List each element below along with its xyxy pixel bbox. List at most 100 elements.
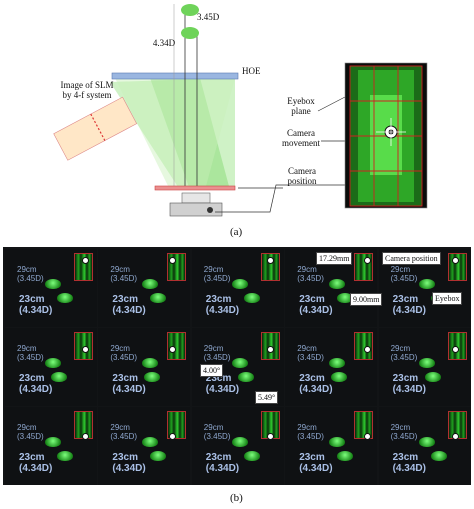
capture-cell: 29cm(3.45D) 23cm(4.34D) bbox=[5, 328, 97, 406]
caption-b: (b) bbox=[230, 492, 243, 504]
far-distance-label: 29cm(3.45D) bbox=[17, 265, 44, 283]
capture-cell: 29cm(3.45D)23cm(4.34D) bbox=[378, 328, 471, 406]
eyebox-thumbnail bbox=[354, 411, 374, 439]
near-distance-label: 23cm(4.34D) bbox=[392, 373, 426, 395]
teapot-far bbox=[329, 279, 346, 289]
annotation-angle-v: 4.00° bbox=[200, 364, 224, 377]
far-distance-label: 29cm(3.45D) bbox=[203, 344, 231, 362]
teapot-far bbox=[45, 279, 61, 289]
teapot-far bbox=[329, 437, 346, 447]
teapot-near bbox=[144, 372, 161, 382]
capture-cell: 29cm(3.45D) 23cm(4.34D) bbox=[378, 407, 471, 485]
near-distance-label: 23cm(4.34D) bbox=[112, 452, 146, 474]
far-distance-label: 29cm(3.45D) bbox=[110, 423, 138, 441]
capture-cell: 29cm(3.45D) 23cm(4.34D) bbox=[5, 249, 97, 327]
depth-near-label: 4.34D bbox=[152, 38, 176, 48]
camera-position-marker bbox=[169, 346, 177, 353]
camera-position-marker bbox=[82, 257, 89, 264]
teapot-near bbox=[150, 451, 167, 461]
teapot-far bbox=[45, 358, 61, 368]
teapot-far bbox=[142, 437, 159, 447]
capture-cell: 29cm(3.45D)23cm(4.34D) bbox=[285, 328, 378, 406]
camera-position-marker bbox=[266, 346, 274, 353]
teapot-near bbox=[424, 372, 441, 382]
teapot-far bbox=[45, 437, 61, 447]
camera-position-marker bbox=[169, 257, 177, 264]
near-distance-label: 23cm(4.34D) bbox=[392, 294, 426, 316]
near-distance-label: 23cm(4.34D) bbox=[112, 294, 146, 316]
near-distance-label: 23cm(4.34D) bbox=[205, 373, 240, 395]
capture-cell: 29cm(3.45D) 23cm(4.34D) bbox=[285, 407, 378, 485]
teapot-far bbox=[418, 437, 435, 447]
capture-cell: 29cm(3.45D) 23cm(4.34D) bbox=[98, 407, 191, 485]
teapot-far bbox=[231, 279, 248, 289]
capture-cell: 29cm(3.45D) 23cm(4.34D) bbox=[5, 407, 97, 485]
hoe-label: HOE bbox=[242, 66, 261, 76]
teapot-far bbox=[418, 358, 435, 368]
near-distance-label: 23cm(4.34D) bbox=[205, 452, 240, 474]
far-distance-label: 29cm(3.45D) bbox=[390, 423, 418, 441]
teapot-far bbox=[142, 279, 159, 289]
far-distance-label: 29cm(3.45D) bbox=[203, 265, 231, 283]
teapot-near bbox=[57, 293, 73, 303]
eyebox-thumbnail bbox=[167, 411, 187, 439]
camera-position-marker bbox=[364, 346, 372, 353]
teapot-far bbox=[329, 358, 346, 368]
far-distance-label: 29cm(3.45D) bbox=[17, 344, 44, 362]
teapot-far bbox=[231, 437, 248, 447]
capture-cell: 29cm(3.45D) 23cm(4.34D) bbox=[98, 328, 191, 406]
camera-position-marker bbox=[364, 257, 372, 264]
near-distance-label: 23cm(4.34D) bbox=[19, 294, 53, 316]
teapot-near bbox=[430, 451, 447, 461]
teapot-near bbox=[237, 372, 254, 382]
eyebox-plane-label: Eyebox plane bbox=[287, 96, 315, 116]
camera-position-marker bbox=[82, 433, 89, 440]
far-distance-label: 29cm(3.45D) bbox=[297, 265, 324, 283]
near-distance-label: 23cm(4.34D) bbox=[299, 294, 333, 316]
camera-position-marker bbox=[451, 257, 459, 264]
near-distance-label: 23cm(4.34D) bbox=[299, 452, 333, 474]
annotation-eyebox: Eyebox bbox=[432, 292, 463, 305]
camera-position-marker bbox=[82, 346, 89, 353]
teapot-far bbox=[142, 358, 159, 368]
far-distance-label: 29cm(3.45D) bbox=[17, 423, 44, 441]
camera-position-marker bbox=[169, 433, 177, 440]
near-distance-label: 23cm(4.34D) bbox=[112, 373, 146, 395]
hoe-plate bbox=[111, 72, 239, 80]
setup-diagram bbox=[53, 4, 428, 217]
far-distance-label: 29cm(3.45D) bbox=[297, 423, 324, 441]
capture-grid: 29cm(3.45D) 23cm(4.34D) 29cm(3.45D) 23cm(4.… bbox=[3, 247, 471, 485]
caption-a: (a) bbox=[230, 226, 243, 238]
capture-cell: 29cm(3.45D) 23cm(4.34D) bbox=[191, 249, 284, 327]
eyebox-thumbnail bbox=[354, 332, 374, 360]
teapot-far bbox=[231, 358, 248, 368]
near-distance-label: 23cm(4.34D) bbox=[205, 294, 240, 316]
capture-cell: 29cm(3.45D) 23cm(4.34D) bbox=[191, 407, 284, 485]
teapot-near bbox=[337, 451, 354, 461]
annotation-angle-h: 5.49° bbox=[255, 391, 279, 404]
far-distance-label: 29cm(3.45D) bbox=[390, 265, 418, 283]
teapot-near bbox=[331, 372, 348, 382]
far-distance-label: 29cm(3.45D) bbox=[110, 265, 138, 283]
annotation-camera-position: Camera position bbox=[382, 252, 441, 265]
far-distance-label: 29cm(3.45D) bbox=[203, 423, 231, 441]
eyebox-thumbnail bbox=[167, 332, 187, 360]
camera-position-label: Camera position bbox=[287, 166, 317, 186]
camera-position-marker bbox=[364, 433, 372, 440]
far-distance-label: 29cm(3.45D) bbox=[110, 344, 138, 362]
annotation-width: 9.00mm bbox=[350, 293, 383, 306]
near-distance-label: 23cm(4.34D) bbox=[392, 452, 426, 474]
teapot-far bbox=[418, 279, 435, 289]
near-distance-label: 23cm(4.34D) bbox=[19, 452, 53, 474]
eyebox-thumbnail bbox=[260, 253, 280, 281]
near-distance-label: 23cm(4.34D) bbox=[19, 373, 53, 395]
teapot-near bbox=[243, 293, 260, 303]
eyebox-thumbnail bbox=[354, 253, 374, 281]
annotation-height: 17.29mm bbox=[316, 252, 353, 265]
teapot-near bbox=[243, 451, 260, 461]
camera-movement-label: Camera movement bbox=[282, 128, 320, 148]
camera-position-marker bbox=[451, 346, 459, 353]
near-distance-label: 23cm(4.34D) bbox=[299, 373, 333, 395]
teapot-near bbox=[337, 293, 354, 303]
